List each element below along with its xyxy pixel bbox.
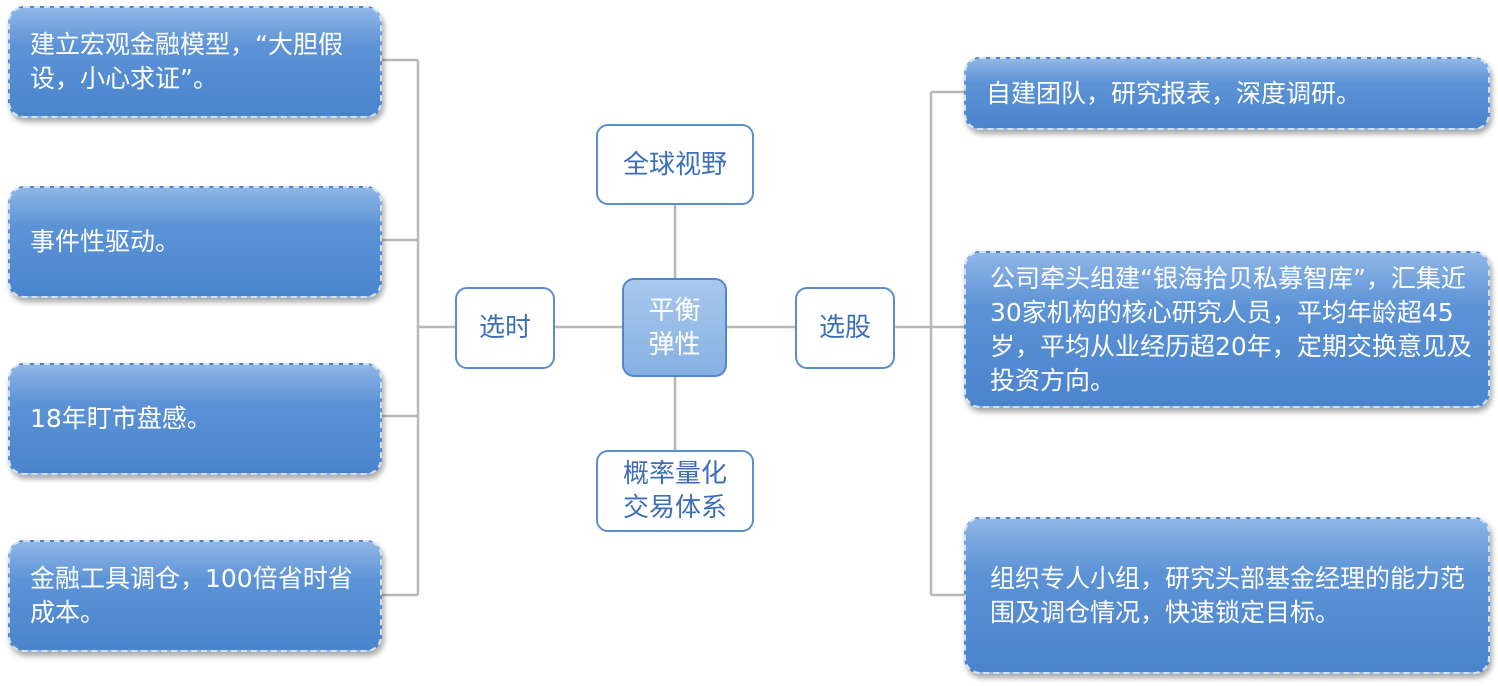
right-hub-node: 选股: [795, 287, 895, 369]
left-item-2-text: 事件性驱动。: [30, 227, 181, 256]
center-node: 平衡 弹性: [622, 278, 727, 377]
right-hub-label: 选股: [818, 313, 871, 343]
left-item-1: 建立宏观金融模型，“大胆假设，小心求证”。: [8, 6, 382, 118]
left-item-4: 金融工具调仓，100倍省时省成本。: [8, 540, 382, 652]
left-hub-node: 选时: [455, 287, 555, 369]
bottom-node-line-1: 概率量化: [622, 459, 727, 489]
right-item-1: 自建团队，研究报表，深度调研。: [964, 57, 1490, 130]
left-item-3-text: 18年盯市盘感。: [30, 404, 212, 433]
top-node-label: 全球视野: [622, 149, 727, 180]
left-hub-label: 选时: [478, 313, 531, 343]
bottom-node: 概率量化 交易体系: [596, 450, 754, 532]
top-node: 全球视野: [596, 124, 754, 205]
right-item-2: 公司牵头组建“银海拾贝私募智库”，汇集近30家机构的核心研究人员，平均年龄超45…: [964, 251, 1490, 408]
right-item-3-text: 组织专人小组，研究头部基金经理的能力范围及调仓情况，快速锁定目标。: [990, 563, 1466, 627]
center-line-1: 平衡: [648, 295, 701, 326]
left-item-3: 18年盯市盘感。: [8, 363, 382, 475]
right-item-1-text: 自建团队，研究报表，深度调研。: [986, 78, 1362, 108]
bottom-node-line-2: 交易体系: [622, 493, 727, 523]
right-item-3: 组织专人小组，研究头部基金经理的能力范围及调仓情况，快速锁定目标。: [964, 517, 1490, 674]
left-item-1-text: 建立宏观金融模型，“大胆假设，小心求证”。: [30, 30, 343, 93]
left-item-2: 事件性驱动。: [8, 186, 382, 298]
left-item-4-text: 金融工具调仓，100倍省时省成本。: [30, 564, 353, 627]
right-item-2-text: 公司牵头组建“银海拾贝私募智库”，汇集近30家机构的核心研究人员，平均年龄超45…: [990, 263, 1472, 395]
center-line-2: 弹性: [648, 329, 701, 360]
